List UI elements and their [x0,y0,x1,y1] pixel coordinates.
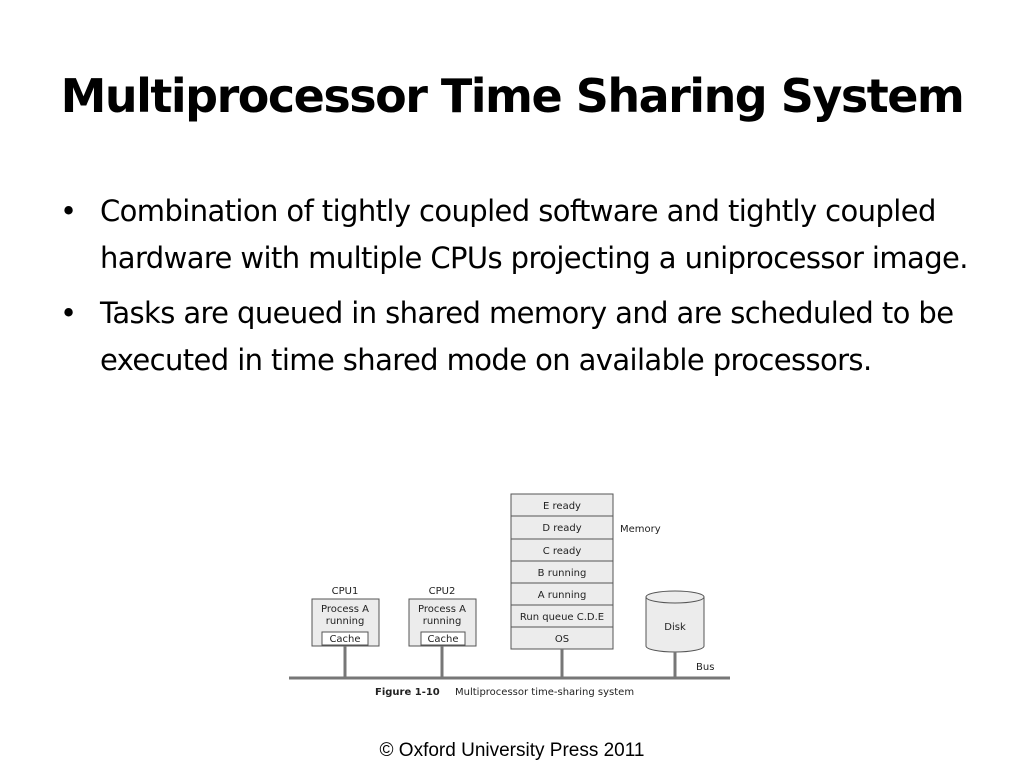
cpu2-process-line2: running [423,616,462,627]
bullet-marker: • [60,194,77,228]
cpu1-process-line2: running [326,616,365,627]
memory-cell-label: OS [555,634,569,645]
bullet-marker: • [60,296,77,330]
bullet-text: Tasks are queued in shared memory and ar… [100,296,954,377]
memory-cell-label: B running [538,568,587,579]
memory-cell-label: E ready [543,501,581,512]
cpu1-cache-box [321,631,369,646]
cpu2-cache-label: Cache [427,634,458,645]
copyright-footer: © Oxford University Press 2011 [379,740,645,761]
memory-cell-label: C ready [543,546,582,557]
bullet-item: • Combination of tightly coupled softwar… [60,188,980,282]
cpu2-process-line1: Process A [418,604,466,615]
memory-cell-label: D ready [542,523,581,534]
bullet-item: • Tasks are queued in shared memory and … [60,290,980,384]
disk-label: Disk [664,622,686,633]
cpu1-process-line1: Process A [321,604,369,615]
memory-cell-label: A running [538,590,587,601]
slide-title: Multiprocessor Time Sharing System [60,69,965,123]
cpu1-label: CPU1 [332,586,359,597]
memory-label: Memory [620,524,661,535]
bullet-list: • Combination of tightly coupled softwar… [60,188,980,392]
bus-label: Bus [696,662,714,673]
figure-number: Figure 1-10 [375,687,440,698]
bullet-text: Combination of tightly coupled software … [100,194,968,275]
cpu2-cache-box [420,631,466,646]
figure-caption: Multiprocessor time-sharing system [455,687,634,698]
memory-cell-label: Run queue C.D.E [520,612,604,623]
cpu1-cache-label: Cache [329,634,360,645]
cpu2-label: CPU2 [429,586,456,597]
disk-icon [645,590,705,653]
